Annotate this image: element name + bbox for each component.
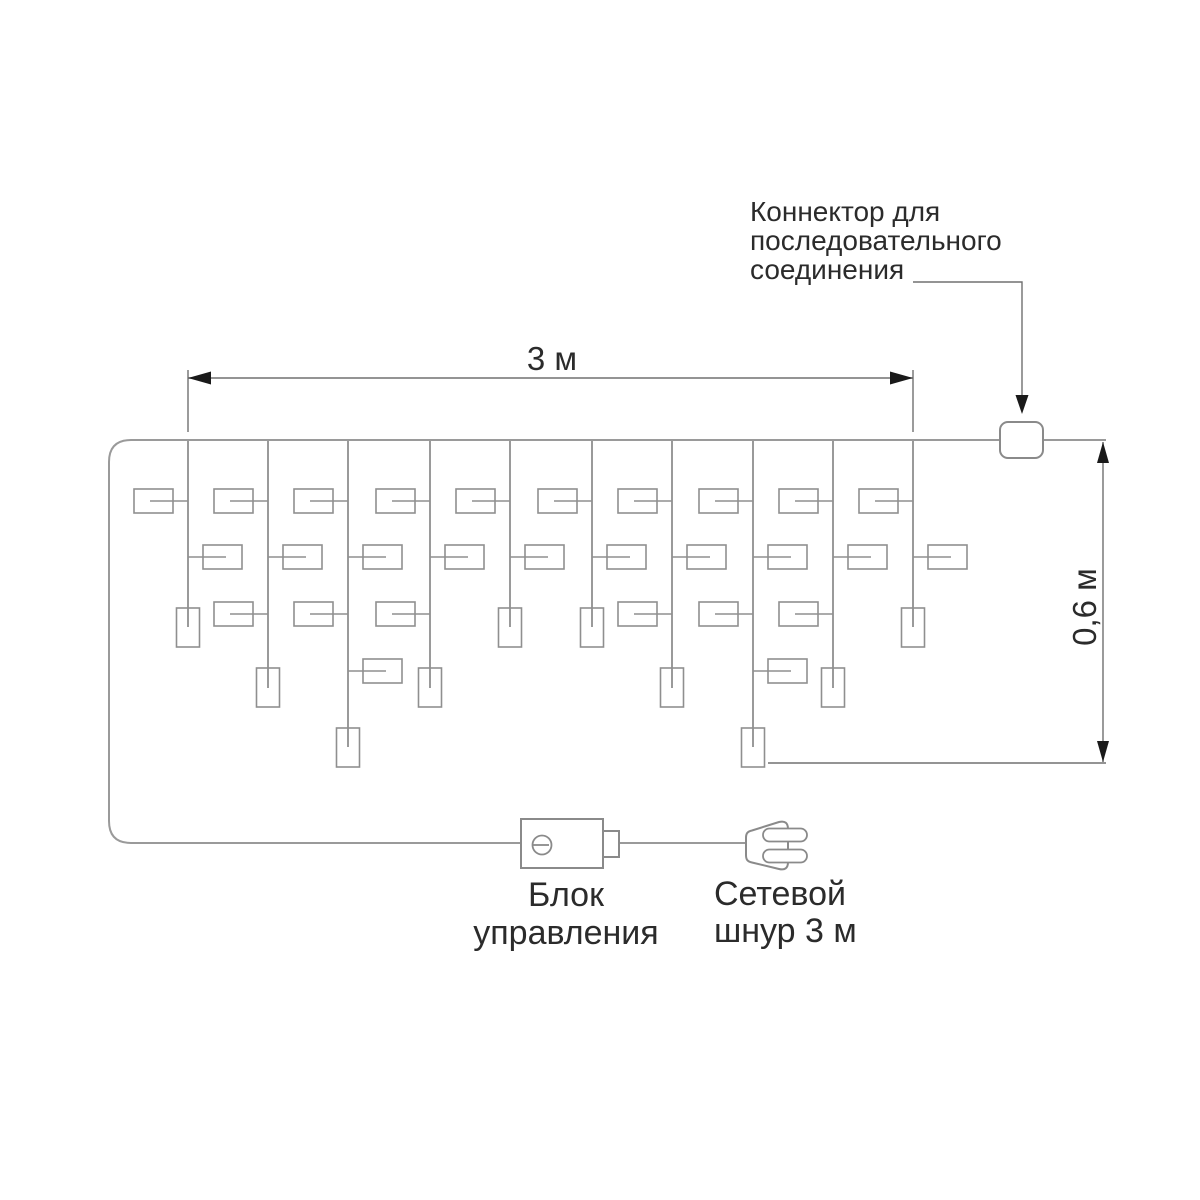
connector-label: Коннектор для последовательного соединен…: [750, 196, 1002, 285]
connector-leader-line: [913, 281, 1023, 397]
bulb: [537, 488, 578, 514]
bulb: [767, 658, 808, 684]
height-dimension-label: 0,6 м: [1066, 568, 1103, 646]
dimensions: [187, 281, 1109, 764]
bulb: [202, 544, 243, 570]
bulb: [213, 488, 254, 514]
series-connector-box: [999, 421, 1044, 459]
bulb: [617, 488, 658, 514]
bulb: [375, 488, 416, 514]
bulb: [133, 488, 174, 514]
end-bulb: [335, 727, 361, 768]
bulb: [927, 544, 968, 570]
control-unit-label: Блок управления: [473, 876, 659, 952]
end-bulb: [659, 667, 685, 708]
bulb: [362, 544, 403, 570]
end-bulb: [175, 607, 201, 648]
bulb: [778, 601, 819, 627]
bulb: [698, 488, 739, 514]
length-dimension-label: 3 м: [526, 340, 578, 377]
bulb: [455, 488, 496, 514]
bulb: [444, 544, 485, 570]
dim-3m-arrow-left: [188, 371, 211, 385]
drop: [133, 440, 243, 648]
control-unit-button-icon: [531, 834, 553, 856]
bulb: [606, 544, 647, 570]
drop: [858, 440, 968, 648]
bulb: [282, 544, 323, 570]
end-bulb: [900, 607, 926, 648]
bulb: [686, 544, 727, 570]
drop: [698, 440, 808, 768]
bulb: [767, 544, 808, 570]
dim-06m-arrow-bottom: [1097, 741, 1109, 762]
drop: [375, 440, 485, 708]
bulb: [858, 488, 899, 514]
bulb: [617, 601, 658, 627]
plug-prong-top: [762, 827, 808, 843]
power-plug: [745, 820, 808, 871]
bulb: [847, 544, 888, 570]
drop: [617, 440, 727, 708]
end-bulb: [820, 667, 846, 708]
connector-leader-arrow: [1015, 395, 1029, 414]
main-wire: [108, 439, 1000, 844]
end-bulb: [497, 607, 523, 648]
bulb: [362, 658, 403, 684]
drop: [455, 440, 565, 648]
bulb: [524, 544, 565, 570]
bulb: [698, 601, 739, 627]
end-bulb: [579, 607, 605, 648]
control-unit: [520, 818, 620, 869]
garland-drops: [133, 440, 968, 768]
end-bulb: [417, 667, 443, 708]
bulb: [375, 601, 416, 627]
bulb: [778, 488, 819, 514]
end-bulb: [255, 667, 281, 708]
power-cord-label: Сетевой шнур 3 м: [714, 875, 857, 950]
bulb: [213, 601, 254, 627]
control-unit-box: [520, 818, 604, 869]
drop: [213, 440, 323, 708]
end-bulb: [740, 727, 766, 768]
drop: [537, 440, 647, 648]
drop: [778, 440, 888, 708]
wires: [108, 439, 1106, 844]
bulb: [293, 601, 334, 627]
control-unit-outlet: [602, 830, 620, 858]
dim-3m-arrow-right: [890, 371, 913, 385]
dim-06m-arrow-top: [1097, 442, 1109, 463]
bulb: [293, 488, 334, 514]
plug-prong-bottom: [762, 848, 808, 864]
drop: [293, 440, 403, 768]
